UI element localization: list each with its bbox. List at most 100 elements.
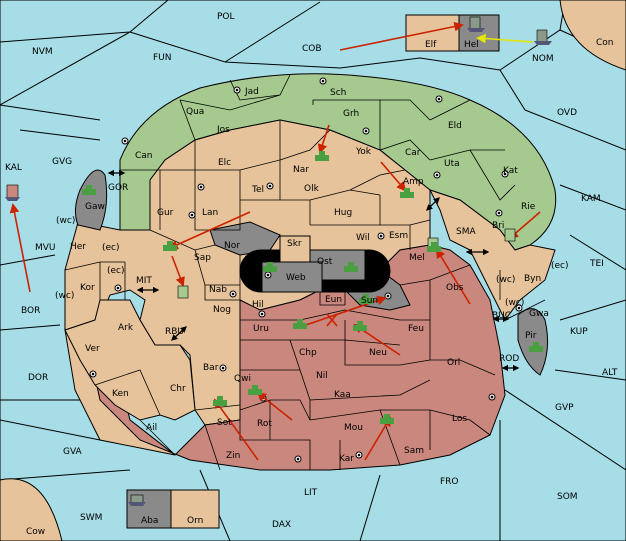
label-KAM: KAM <box>581 194 601 204</box>
label-Nab: Nab <box>209 285 227 295</box>
army-unit[interactable] <box>82 185 96 195</box>
fleet-unit[interactable] <box>5 184 20 201</box>
supply-centers <box>89 77 523 463</box>
army-unit[interactable] <box>213 396 227 406</box>
label-KAL: KAL <box>5 163 22 173</box>
region-skr[interactable] <box>279 235 311 263</box>
label-GVG: GVG <box>52 157 72 167</box>
label-Wil: Wil <box>356 233 370 243</box>
label-Gaw: Gaw <box>85 202 105 212</box>
fleet-unit[interactable] <box>534 29 552 45</box>
label-Orn: Orn <box>187 516 203 526</box>
label-Yok: Yok <box>355 147 372 157</box>
label-Car: Car <box>405 148 421 158</box>
land-borders <box>64 74 546 471</box>
label-BUC: BUC <box>492 311 511 321</box>
label-Hel: Hel <box>464 40 479 50</box>
supply-center <box>219 364 227 372</box>
fleet-unit[interactable] <box>504 228 516 242</box>
label-Mou: Mou <box>344 423 363 433</box>
label-Kat: Kat <box>503 166 518 176</box>
land-labels: Jad Sch Qua Jos Grh Eld Can Nar Yok Car … <box>26 40 549 537</box>
label-Los: Los <box>452 414 467 424</box>
region-ver-chr[interactable] <box>64 299 196 421</box>
supply-center <box>114 284 122 292</box>
supply-center <box>495 209 503 217</box>
army-unit[interactable] <box>400 188 414 198</box>
supply-center <box>501 170 509 178</box>
label-Elc: Elc <box>218 158 231 168</box>
coast-label: (wc) <box>496 275 515 285</box>
coast-label: (ec) <box>102 243 120 253</box>
label-Rie: Rie <box>521 202 536 212</box>
label-LIT: LIT <box>304 488 318 498</box>
army-unit[interactable] <box>529 342 543 352</box>
label-Sot: Sot <box>217 418 232 428</box>
label-Tel: Tel <box>251 185 264 195</box>
supply-center <box>433 171 441 179</box>
label-Orl: Orl <box>447 358 460 368</box>
label-POL: POL <box>217 12 235 22</box>
region-gaw[interactable] <box>74 169 108 231</box>
label-Olk: Olk <box>304 184 320 194</box>
coast-label: (wc) <box>56 216 75 226</box>
region-pir[interactable] <box>517 308 549 376</box>
label-Kaa: Kaa <box>334 390 351 400</box>
label-FRO: FRO <box>440 477 459 487</box>
label-Byn: Byn <box>524 274 541 284</box>
army-unit[interactable] <box>359 294 373 304</box>
label-Nar: Nar <box>293 165 309 175</box>
coast-label: (ec) <box>107 266 125 276</box>
army-unit[interactable] <box>315 151 329 161</box>
label-Aba: Aba <box>141 516 158 526</box>
label-Sun: Sun <box>361 296 378 306</box>
supply-center <box>362 127 370 135</box>
region-elf[interactable] <box>405 14 460 52</box>
army-unit[interactable] <box>163 241 177 251</box>
army-unit[interactable] <box>427 242 441 252</box>
label-Gur: Gur <box>157 208 174 218</box>
army-unit[interactable] <box>353 321 367 331</box>
army-unit[interactable] <box>248 385 262 395</box>
label-NOM: NOM <box>532 54 554 64</box>
army-unit[interactable] <box>293 319 307 329</box>
order-arrows <box>9 21 541 461</box>
label-Con: Con <box>596 38 614 48</box>
central-lake <box>239 235 391 293</box>
army-unit[interactable] <box>263 262 277 272</box>
supply-center <box>488 393 496 401</box>
label-TEI: TEI <box>589 259 604 269</box>
supply-center <box>264 271 272 279</box>
label-COB: COB <box>302 44 322 54</box>
supply-center <box>188 211 196 219</box>
label-Eun: Eun <box>325 295 342 305</box>
army-unit[interactable] <box>380 414 394 424</box>
supply-center <box>229 290 237 298</box>
fleet-unit[interactable] <box>128 494 146 506</box>
label-Ver: Ver <box>85 344 100 354</box>
supply-center <box>266 182 274 190</box>
label-Cow: Cow <box>26 527 45 537</box>
label-Uru: Uru <box>253 324 269 334</box>
supply-center <box>197 183 205 191</box>
label-SWM: SWM <box>80 513 102 523</box>
label-GOR: GOR <box>108 183 128 193</box>
label-Rot: Rot <box>257 419 272 429</box>
region-orn[interactable] <box>170 489 220 529</box>
supply-center <box>515 304 523 312</box>
label-SOM: SOM <box>557 492 578 502</box>
label-Qua: Qua <box>186 107 204 117</box>
label-Chr: Chr <box>170 384 186 394</box>
fleet-unit[interactable] <box>467 16 485 32</box>
label-ROD: ROD <box>499 354 519 364</box>
label-Amp: Amp <box>403 177 424 187</box>
label-OVD: OVD <box>557 108 577 118</box>
label-RBU: RBU <box>165 327 184 337</box>
label-Qwi: Qwi <box>234 374 251 384</box>
supply-center <box>377 232 385 240</box>
fleet-unit[interactable] <box>177 285 189 299</box>
label-Bri: Bri <box>492 221 504 231</box>
army-unit[interactable] <box>344 262 358 272</box>
label-Lan: Lan <box>202 208 218 218</box>
